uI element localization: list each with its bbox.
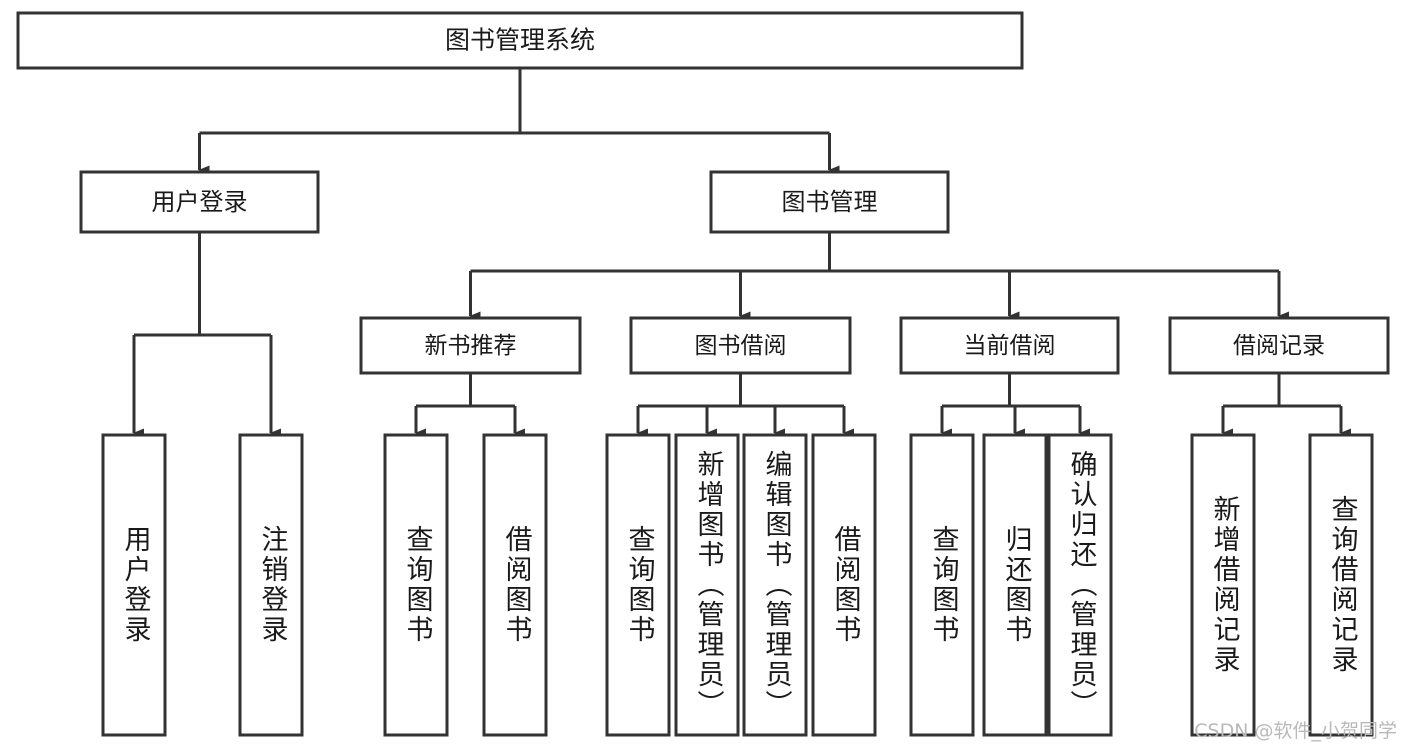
node-leaf-return-book[interactable]: 归还图书 [982, 433, 1048, 737]
node-book-manage-label: 图书管理 [782, 188, 878, 216]
node-leaf-query-borrow-record-label: 查询借阅记录 [1327, 495, 1359, 675]
node-borrow-record-label: 借阅记录 [1233, 333, 1325, 359]
node-new-book-recommend[interactable]: 新书推荐 [359, 316, 582, 375]
node-user-login-label: 用户登录 [152, 188, 248, 216]
node-leaf-borrow-book-rec[interactable]: 借阅图书 [482, 433, 548, 737]
node-leaf-logout-label: 注销登录 [257, 525, 289, 645]
node-root-rect [16, 11, 1024, 70]
node-leaf-return-book-label: 归还图书 [1001, 525, 1033, 645]
node-leaf-return-book-rect [982, 433, 1048, 737]
node-leaf-user-login[interactable]: 用户登录 [101, 433, 167, 737]
node-leaf-user-login-rect [101, 433, 167, 737]
node-leaf-add-borrow-record-rect [1190, 433, 1256, 737]
node-book-manage-rect [709, 170, 950, 234]
node-leaf-add-book-admin-rect [674, 433, 740, 737]
node-root-label: 图书管理系统 [445, 26, 595, 55]
node-leaf-edit-book-admin[interactable]: 编辑图书（管理员） [742, 433, 808, 737]
node-leaf-add-borrow-record[interactable]: 新增借阅记录 [1190, 433, 1256, 737]
node-leaf-edit-book-admin-label: 编辑图书（管理员） [761, 450, 793, 720]
node-leaf-edit-book-admin-rect [742, 433, 808, 737]
node-leaf-query-book-rec-rect [383, 433, 449, 737]
node-leaf-add-book-admin-label: 新增图书（管理员） [693, 450, 725, 720]
node-book-borrow-rect [629, 316, 852, 375]
node-leaf-query-book-borrow-rect [605, 433, 671, 737]
node-leaf-borrow-book-rec-rect [482, 433, 548, 737]
node-current-borrow-rect [899, 316, 1120, 375]
connector-lines [132, 68, 1351, 438]
node-boxes: 图书管理系统用户登录图书管理新书推荐图书借阅当前借阅借阅记录用户登录注销登录查询… [16, 11, 1390, 737]
node-leaf-confirm-return-admin[interactable]: 确认归还（管理员） [1047, 433, 1113, 737]
node-current-borrow-label: 当前借阅 [964, 333, 1056, 359]
node-leaf-borrow-book-rect [811, 433, 877, 737]
node-current-borrow[interactable]: 当前借阅 [899, 316, 1120, 375]
node-leaf-query-book-rec[interactable]: 查询图书 [383, 433, 449, 737]
node-leaf-query-book-cur-rect [909, 433, 975, 737]
node-leaf-query-book-cur[interactable]: 查询图书 [909, 433, 975, 737]
node-new-book-recommend-rect [359, 316, 582, 375]
node-book-manage[interactable]: 图书管理 [709, 170, 950, 234]
node-leaf-logout[interactable]: 注销登录 [238, 433, 304, 737]
node-leaf-borrow-book[interactable]: 借阅图书 [811, 433, 877, 737]
node-leaf-borrow-book-label: 借阅图书 [830, 525, 862, 645]
node-new-book-recommend-label: 新书推荐 [425, 333, 517, 359]
node-leaf-logout-rect [238, 433, 304, 737]
node-leaf-confirm-return-admin-label: 确认归还（管理员） [1066, 450, 1098, 720]
node-leaf-query-borrow-record-rect [1308, 433, 1374, 737]
watermark-text: CSDN @软件_小贺同学 [1194, 720, 1397, 742]
node-leaf-add-borrow-record-label: 新增借阅记录 [1209, 495, 1241, 675]
node-leaf-query-book-rec-label: 查询图书 [402, 525, 434, 645]
node-user-login-rect [79, 170, 320, 234]
node-leaf-query-borrow-record[interactable]: 查询借阅记录 [1308, 433, 1374, 737]
node-book-borrow[interactable]: 图书借阅 [629, 316, 852, 375]
node-leaf-borrow-book-rec-label: 借阅图书 [501, 525, 533, 645]
node-leaf-add-book-admin[interactable]: 新增图书（管理员） [674, 433, 740, 737]
node-root[interactable]: 图书管理系统 [16, 11, 1024, 70]
node-leaf-user-login-label: 用户登录 [120, 525, 152, 645]
node-leaf-confirm-return-admin-rect [1047, 433, 1113, 737]
node-borrow-record[interactable]: 借阅记录 [1168, 316, 1390, 375]
node-leaf-query-book-borrow-label: 查询图书 [624, 525, 656, 645]
node-book-borrow-label: 图书借阅 [695, 333, 787, 359]
node-borrow-record-rect [1168, 316, 1390, 375]
node-user-login[interactable]: 用户登录 [79, 170, 320, 234]
node-leaf-query-book-cur-label: 查询图书 [928, 525, 960, 645]
node-leaf-query-book-borrow[interactable]: 查询图书 [605, 433, 671, 737]
